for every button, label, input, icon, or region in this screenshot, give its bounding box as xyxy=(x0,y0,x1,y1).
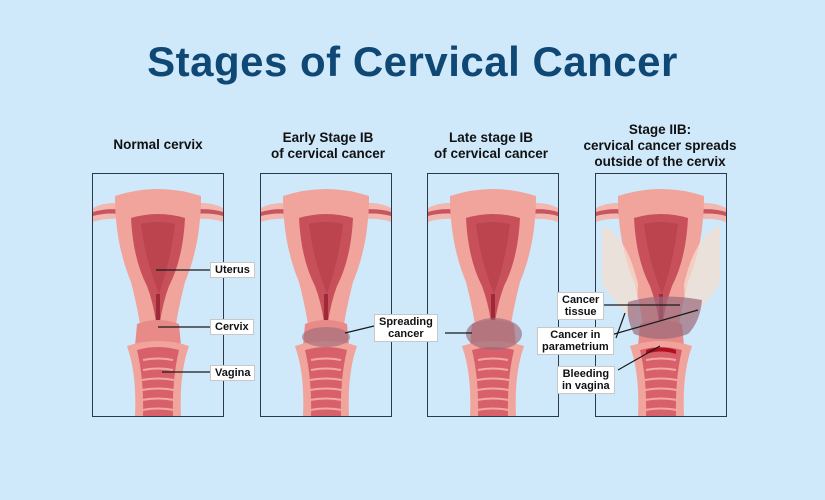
label-spreading-cancer: Spreading cancer xyxy=(374,314,438,342)
panel-stage-iib xyxy=(595,173,727,417)
label-line: Uterus xyxy=(215,264,250,276)
caption-line: of cervical cancer xyxy=(433,146,549,161)
label-vagina: Vagina xyxy=(210,365,256,381)
panel-early-stage-ib xyxy=(260,173,392,417)
label-line: in vagina xyxy=(562,380,610,392)
cancer-area xyxy=(302,327,350,347)
page-title: Stages of Cervical Cancer xyxy=(147,38,678,85)
label-line: Vagina xyxy=(215,367,251,379)
label-cancer-in-parametrium: Cancer in parametrium xyxy=(537,327,614,355)
label-line: Cancer xyxy=(562,294,600,306)
label-line: Spreading xyxy=(379,316,433,328)
panel-caption-normal: Normal cervix xyxy=(58,137,258,153)
early-stage-ib-illustration xyxy=(261,188,391,416)
stage-iib-illustration xyxy=(596,188,726,416)
caption-line: Stage IIB: xyxy=(628,122,692,137)
caption-line: Late stage IB xyxy=(448,130,534,145)
label-line: Cervix xyxy=(215,321,249,333)
late-stage-ib-illustration xyxy=(428,188,558,416)
label-line: cancer xyxy=(388,328,424,340)
label-line: parametrium xyxy=(542,341,609,353)
caption-line: outside of the cervix xyxy=(594,154,726,169)
caption-line: of cervical cancer xyxy=(270,146,386,161)
cancer-area xyxy=(466,318,522,350)
panel-caption-early-ib: Early Stage IB of cervical cancer xyxy=(228,130,428,162)
label-bleeding-in-vagina: Bleeding in vagina xyxy=(557,366,615,394)
label-uterus: Uterus xyxy=(210,262,255,278)
label-line: Cancer in xyxy=(550,329,601,341)
cancer-area xyxy=(627,296,702,339)
panel-late-stage-ib xyxy=(427,173,559,417)
caption-line: Early Stage IB xyxy=(282,130,374,145)
panel-caption-stage-iib: Stage IIB: cervical cancer spreads outsi… xyxy=(560,122,760,170)
caption-line: cervical cancer spreads xyxy=(583,138,737,153)
panel-caption-late-ib: Late stage IB of cervical cancer xyxy=(391,130,591,162)
caption-line: Normal cervix xyxy=(113,137,203,152)
label-line: Bleeding xyxy=(562,368,610,380)
label-cancer-tissue: Cancer tissue xyxy=(557,292,605,320)
normal-cervix-illustration xyxy=(93,188,223,416)
panel-normal-cervix xyxy=(92,173,224,417)
parametrium-left xyxy=(602,226,638,324)
label-cervix: Cervix xyxy=(210,319,254,335)
label-line: tissue xyxy=(564,306,597,318)
